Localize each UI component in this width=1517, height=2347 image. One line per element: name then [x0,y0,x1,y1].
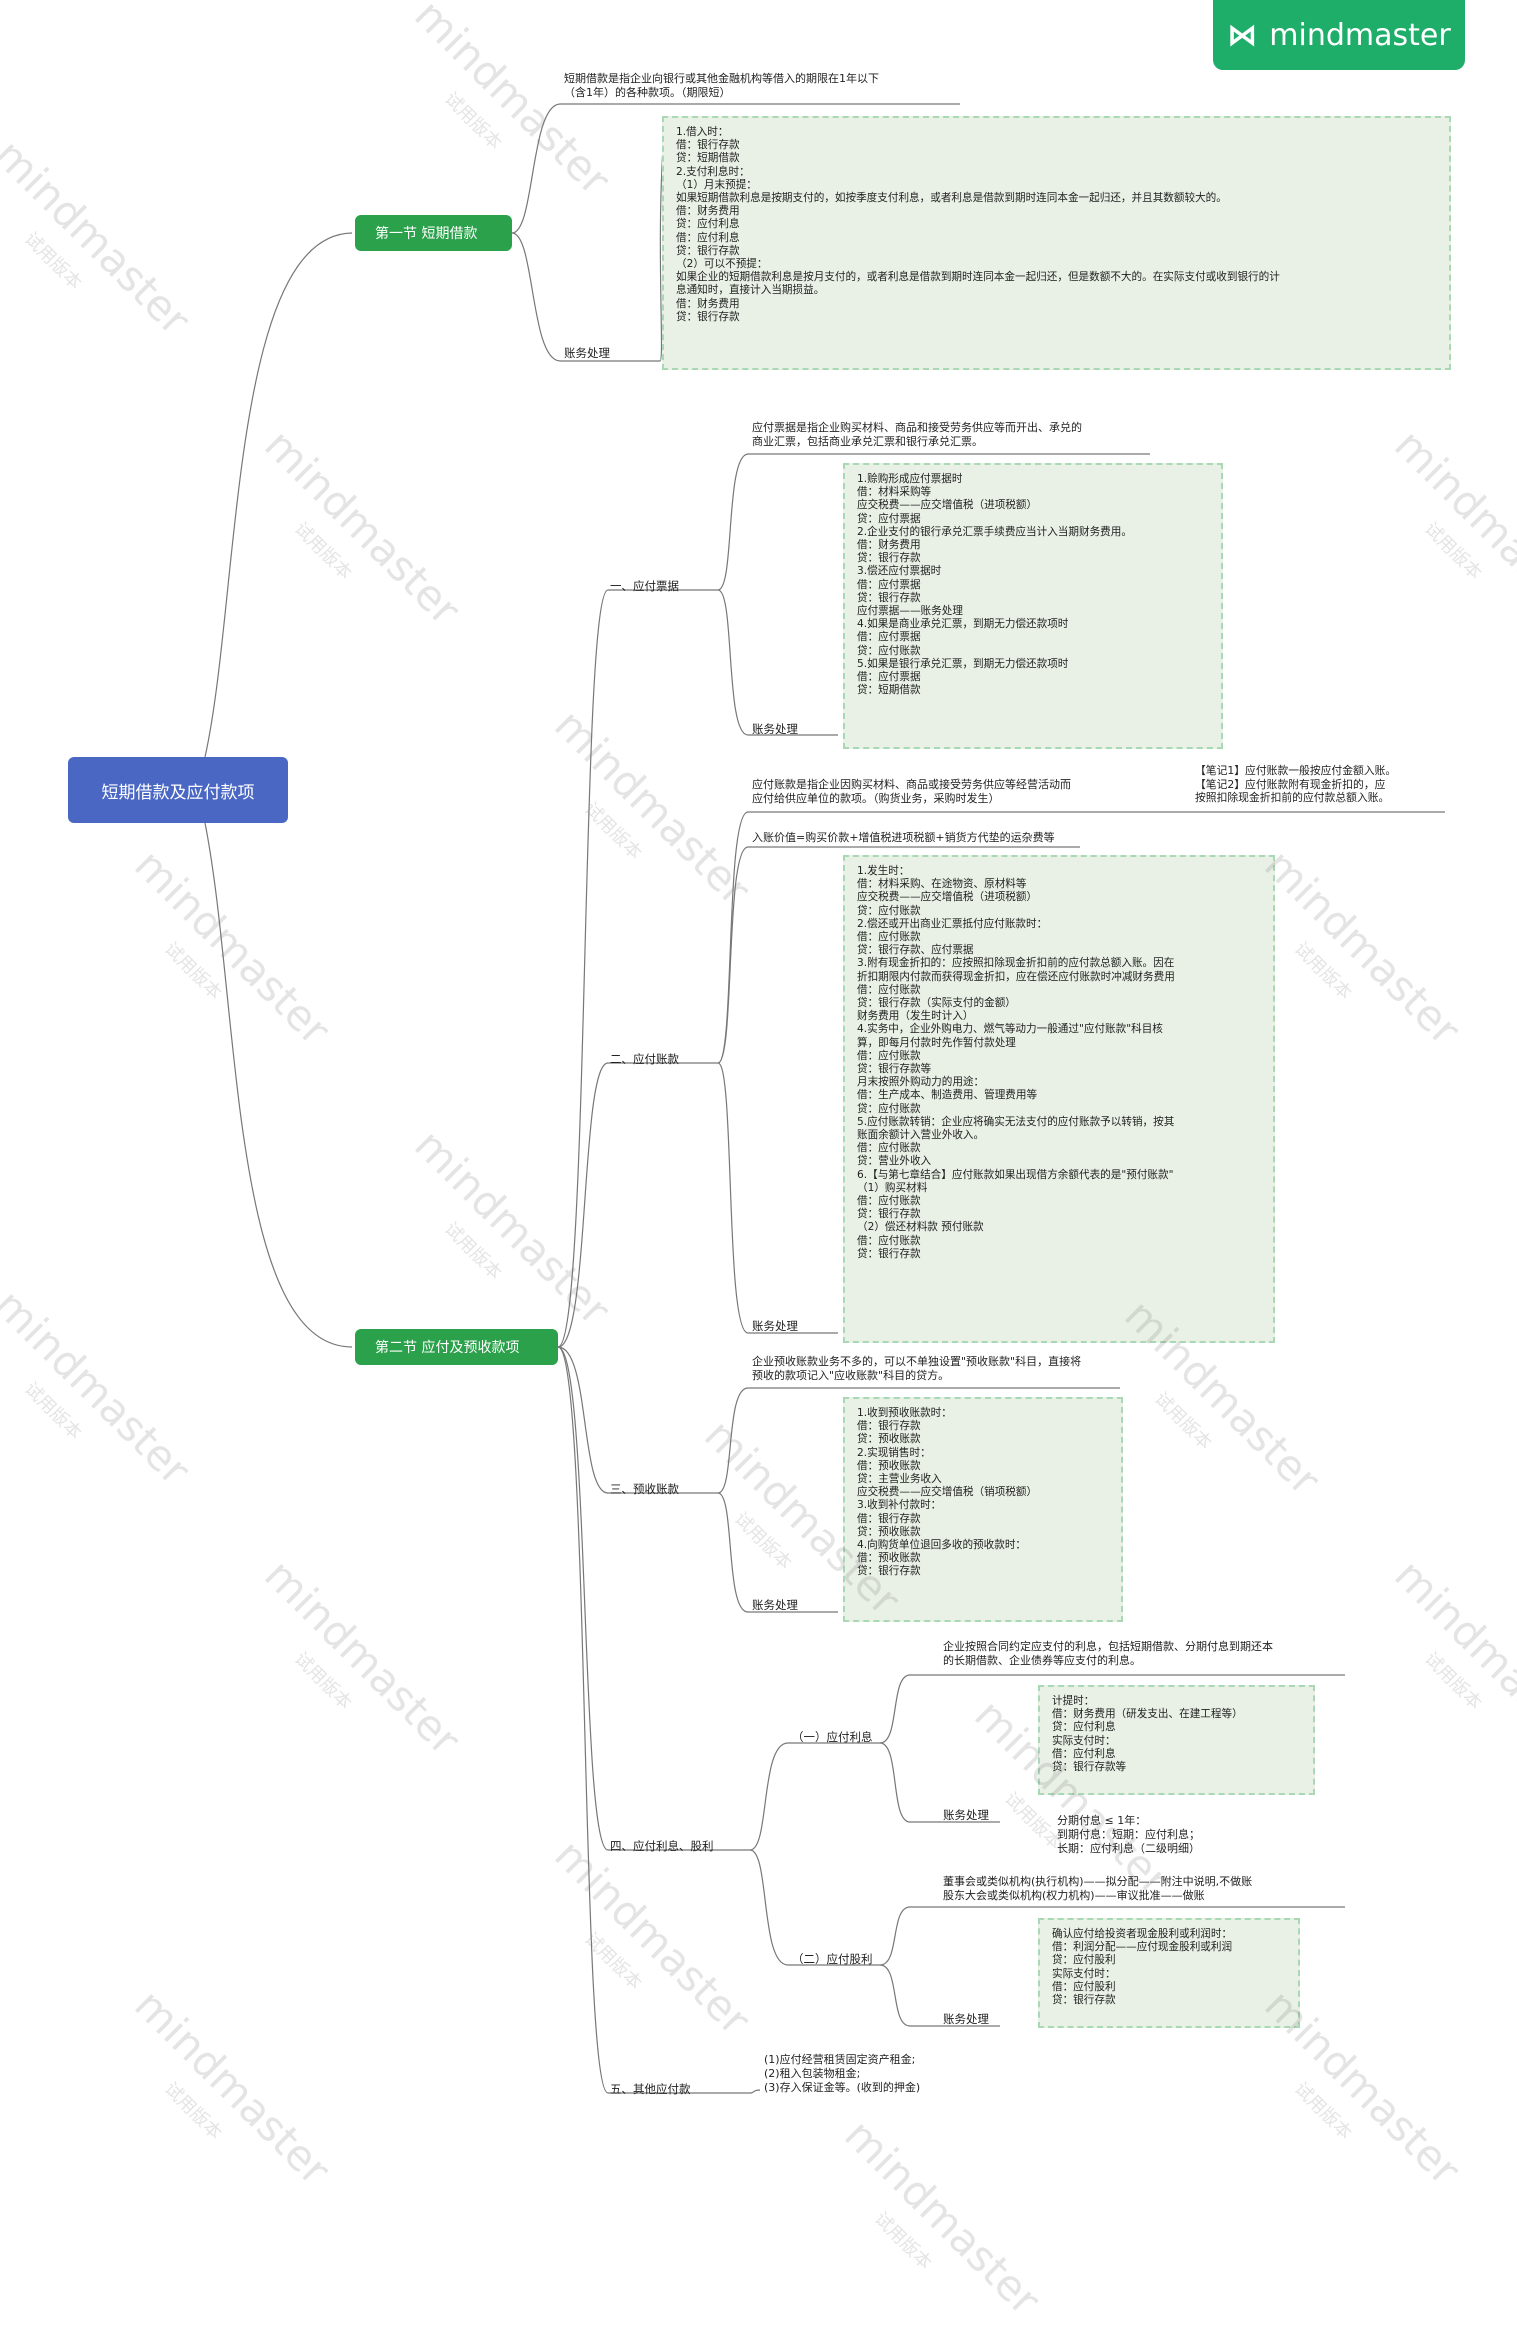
advance-receipts-note: 1.收到预收账款时： 借：银行存款 贷：预收账款 2.实现销售时： 借：预收账款… [843,1397,1123,1622]
brand-name: mindmaster [1269,17,1451,53]
dividend-payable-account-label: 账务处理 [943,2012,989,2026]
accounts-payable-account-label: 账务处理 [752,1319,798,1333]
interest-payable-extra: 分期付息 ≤ 1年： 到期付息：短期：应付利息； 长期：应付利息（二级明细） [1057,1814,1200,1855]
notes-payable-account-label: 账务处理 [752,722,798,736]
accounts-payable-note: 1.发生时： 借：材料采购、在途物资、原材料等 应交税费——应交增值税（进项税额… [843,855,1275,1343]
accounts-payable-side-note: 【笔记1】应付账款一般按应付金额入账。 【笔记2】应付账款附有现金折扣的，应 按… [1195,764,1397,804]
connector-lines [204,103,1445,2094]
interest-payable-definition: 企业按照合同约定应支付的利息，包括短期借款、分期付息到期还本 的长期借款、企业债… [943,1640,1273,1667]
section1-account-label: 账务处理 [564,346,610,360]
accounts-payable-topic[interactable]: 二、应付账款 [610,1052,679,1066]
interest-payable-note: 计提时： 借：财务费用（研发支出、在建工程等） 贷：应付利息 实际支付时： 借：… [1038,1685,1315,1795]
mindmaster-logo: ⋈ mindmaster [1213,0,1465,70]
section1-label: 第一节 短期借款 [375,226,478,242]
accounts-payable-definition: 应付账款是指企业因购买材料、商品或接受劳务供应等经营活动而 应付给供应单位的款项… [752,778,1071,805]
root-topic[interactable]: 短期借款及应付款项 [68,757,288,823]
section1-definition: 短期借款是指企业向银行或其他金融机构等借入的期限在1年以下 （含1年）的各种款项… [564,72,879,99]
notes-payable-note: 1.赊购形成应付票据时 借：材料采购等 应交税费——应交增值税（进项税额） 贷：… [843,463,1223,749]
watermark-sub: 试用版本 [870,2208,936,2275]
section1-note: 1.借入时： 借：银行存款 贷：短期借款 2.支付利息时： （1）月末预提： 如… [662,116,1451,370]
dividend-payable-topic[interactable]: （二）应付股利 [792,1952,873,1966]
topic-section1[interactable]: 第一节 短期借款 [355,215,512,251]
interest-payable-topic[interactable]: （一）应付利息 [792,1730,873,1744]
interest-dividend-topic[interactable]: 四、应付利息、股利 [610,1839,714,1853]
section2-label: 第二节 应付及预收款项 [375,1340,520,1356]
interest-payable-account-label: 账务处理 [943,1808,989,1822]
topic-section2[interactable]: 第二节 应付及预收款项 [355,1329,558,1365]
notes-payable-definition: 应付票据是指企业购买材料、商品和接受劳务供应等而开出、承兑的 商业汇票，包括商业… [752,421,1082,448]
accounts-payable-entry-value: 入账价值=购买价款+增值税进项税额+销货方代垫的运杂费等 [752,831,1055,844]
dividend-payable-note: 确认应付给投资者现金股利或利润时： 借：利润分配——应付现金股利或利润 贷：应付… [1038,1918,1300,2028]
mindmaster-mark-icon: ⋈ [1227,17,1258,53]
other-payables-definition: (1)应付经营租赁固定资产租金; (2)租入包装物租金; (3)存入保证金等。(… [764,2053,921,2094]
advance-receipts-topic[interactable]: 三、预收账款 [610,1482,679,1496]
advance-receipts-definition: 企业预收账款业务不多的，可以不单独设置"预收账款"科目，直接将 预收的款项记入"… [752,1355,1082,1382]
root-label: 短期借款及应付款项 [101,782,255,803]
dividend-payable-definition: 董事会或类似机构(执行机构)——拟分配——附注中说明,不做账 股东大会或类似机构… [943,1875,1253,1902]
advance-receipts-account-label: 账务处理 [752,1598,798,1612]
notes-payable-topic[interactable]: 一、应付票据 [610,579,679,593]
other-payables-topic[interactable]: 五、其他应付款 [610,2082,691,2096]
